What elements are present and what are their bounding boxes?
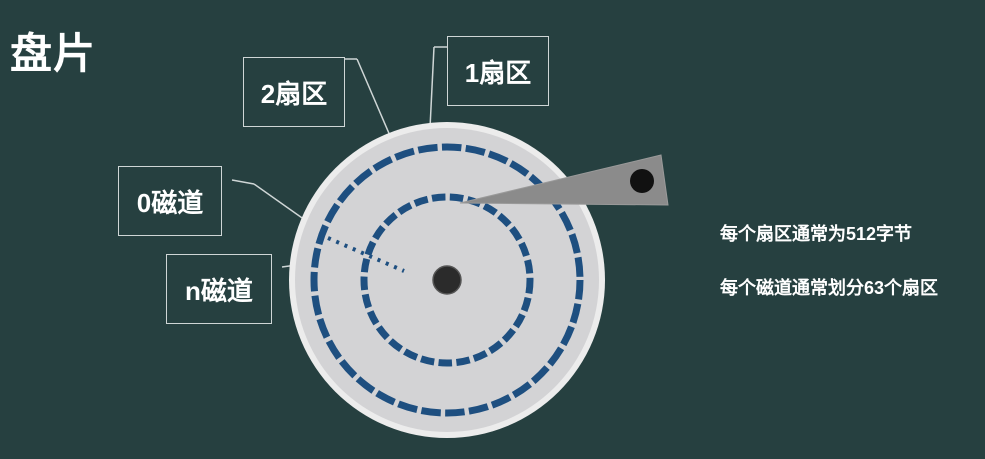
- track-0-sectors: [310, 143, 584, 417]
- note-sector-size: 每个扇区通常为512字节: [720, 224, 913, 244]
- label-track-n-text: n磁道: [185, 275, 253, 306]
- leader-line-track-0: [231, 179, 255, 185]
- label-track-0-text: 0磁道: [136, 187, 204, 218]
- label-sector-2: 2扇区: [243, 57, 345, 127]
- read-write-head-icon: [459, 154, 669, 206]
- head-pivot: [630, 169, 654, 193]
- label-sector-2-text: 2扇区: [260, 78, 328, 109]
- label-track-0: 0磁道: [118, 166, 222, 236]
- spindle-icon: [432, 265, 462, 295]
- label-sector-1-text: 1扇区: [464, 57, 532, 88]
- track-n-sectors: [360, 193, 534, 367]
- label-track-n: n磁道: [166, 254, 272, 324]
- note-track-sectors: 每个磁道通常划分63个扇区: [720, 278, 939, 298]
- page-title: 盘片: [10, 30, 97, 77]
- label-sector-1: 1扇区: [447, 36, 549, 106]
